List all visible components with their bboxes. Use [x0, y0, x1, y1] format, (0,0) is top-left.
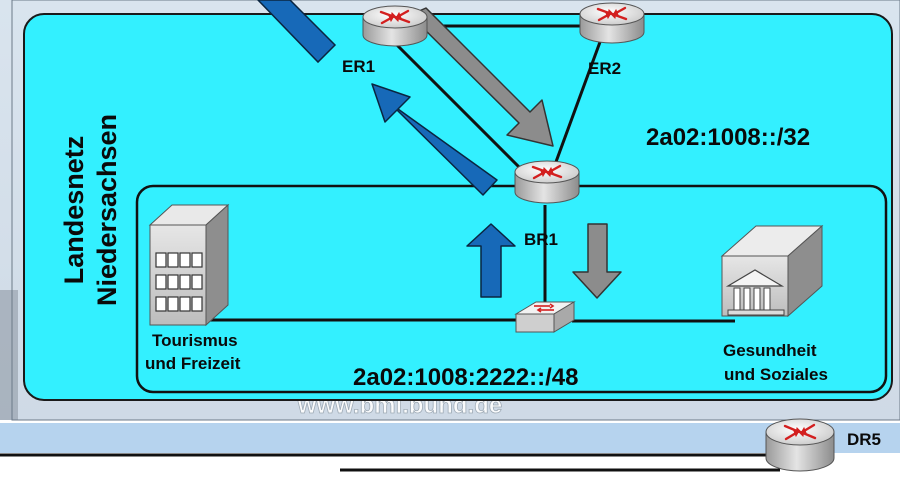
region-prefix-label: 2a02:1008::/32: [646, 124, 810, 151]
router-br1-icon: [515, 161, 579, 203]
router-er2-icon: [580, 3, 644, 43]
building-left-label-line1: Tourismus: [152, 331, 238, 350]
building-left-label-line2: und Freizeit: [145, 354, 241, 373]
router-br1-label: BR1: [524, 230, 558, 249]
region-title-line2: Niedersachsen: [92, 114, 122, 306]
subnet-prefix-label: 2a02:1008:2222::/48: [353, 364, 579, 391]
router-dr5-icon: [766, 419, 834, 471]
router-er1-label: ER1: [342, 57, 375, 76]
bottom-band: [0, 423, 900, 453]
bottom-strip: [0, 453, 900, 477]
region-title-line1: Landesnetz: [59, 136, 89, 285]
building-tourismus-icon: [150, 205, 228, 325]
router-dr5-label: DR5: [847, 430, 881, 449]
slide-left-bar: [0, 290, 18, 420]
building-right-label-line1: Gesundheit: [723, 341, 817, 360]
building-right-label-line2: und Soziales: [724, 365, 828, 384]
router-er1-icon: [363, 6, 427, 46]
router-er2-label: ER2: [588, 59, 621, 78]
